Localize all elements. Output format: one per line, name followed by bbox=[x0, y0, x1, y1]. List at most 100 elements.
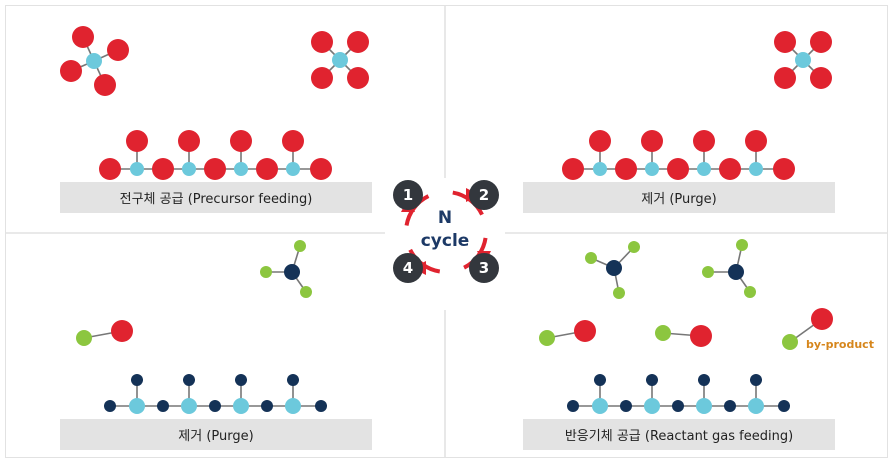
film-chain-metal-atom bbox=[696, 398, 712, 414]
film-chain-top-atom bbox=[646, 374, 658, 386]
precursor-chain-metal-atom bbox=[593, 162, 607, 176]
precursor-ligand-atom bbox=[774, 67, 796, 89]
film-chain-ligand-atom bbox=[620, 400, 632, 412]
precursor-chain-metal-atom bbox=[234, 162, 248, 176]
precursor-metal-atom bbox=[332, 52, 348, 68]
reactant-ligand-atom bbox=[702, 266, 714, 278]
precursor-ligand-atom bbox=[810, 31, 832, 53]
substrate-reactant-feeding: 반응기체 공급 (Reactant gas feeding) bbox=[523, 419, 835, 450]
substrate-purge-1: 제거 (Purge) bbox=[523, 182, 835, 213]
film-chain-top-atom bbox=[235, 374, 247, 386]
precursor-chain-top-ligand-atom bbox=[230, 130, 252, 152]
precursor-chain-top-ligand-atom bbox=[693, 130, 715, 152]
byproduct-label: by-product bbox=[806, 338, 874, 351]
precursor-chain-metal-atom bbox=[130, 162, 144, 176]
precursor-chain-top-ligand-atom bbox=[282, 130, 304, 152]
step-badge-4: 4 bbox=[393, 253, 423, 283]
precursor-chain-ligand-atom bbox=[99, 158, 121, 180]
byproduct-green-atom bbox=[655, 325, 671, 341]
precursor-chain-top-ligand-atom bbox=[178, 130, 200, 152]
precursor-ligand-atom bbox=[810, 67, 832, 89]
precursor-metal-atom bbox=[86, 53, 102, 69]
reactant-ligand-atom bbox=[613, 287, 625, 299]
film-chain-ligand-atom bbox=[104, 400, 116, 412]
precursor-chain-ligand-atom bbox=[204, 158, 226, 180]
precursor-ligand-atom bbox=[107, 39, 129, 61]
reactant-ligand-atom bbox=[300, 286, 312, 298]
precursor-chain-metal-atom bbox=[645, 162, 659, 176]
step-badge-3: 3 bbox=[469, 253, 499, 283]
precursor-chain-ligand-atom bbox=[256, 158, 278, 180]
film-chain-metal-atom bbox=[233, 398, 249, 414]
step-badge-1: 1 bbox=[393, 180, 423, 210]
precursor-chain-top-ligand-atom bbox=[126, 130, 148, 152]
byproduct-red-atom bbox=[811, 308, 833, 330]
film-chain-ligand-atom bbox=[567, 400, 579, 412]
byproduct-red-atom bbox=[690, 325, 712, 347]
film-chain-top-atom bbox=[594, 374, 606, 386]
precursor-ligand-atom bbox=[60, 60, 82, 82]
film-chain-top-atom bbox=[698, 374, 710, 386]
byproduct-green-atom bbox=[539, 330, 555, 346]
frame-border bbox=[5, 5, 888, 458]
film-chain-ligand-atom bbox=[261, 400, 273, 412]
precursor-chain-ligand-atom bbox=[773, 158, 795, 180]
film-chain-metal-atom bbox=[181, 398, 197, 414]
precursor-chain-top-ligand-atom bbox=[589, 130, 611, 152]
substrate-precursor-feeding: 전구체 공급 (Precursor feeding) bbox=[60, 182, 372, 213]
panel-label-purge-1: 제거 (Purge) bbox=[641, 192, 717, 207]
film-chain-ligand-atom bbox=[778, 400, 790, 412]
reactant-ligand-atom bbox=[628, 241, 640, 253]
precursor-chain-ligand-atom bbox=[719, 158, 741, 180]
precursor-chain-metal-atom bbox=[697, 162, 711, 176]
reactant-ligand-atom bbox=[585, 252, 597, 264]
byproduct-green-atom bbox=[782, 334, 798, 350]
film-chain-metal-atom bbox=[644, 398, 660, 414]
precursor-ligand-atom bbox=[311, 67, 333, 89]
precursor-chain-metal-atom bbox=[182, 162, 196, 176]
reactant-center-atom bbox=[606, 260, 622, 276]
panel-label-reactant-feeding: 반응기체 공급 (Reactant gas feeding) bbox=[564, 429, 794, 444]
film-chain-metal-atom bbox=[748, 398, 764, 414]
panel-label-precursor-feeding: 전구체 공급 (Precursor feeding) bbox=[119, 192, 313, 207]
film-chain-ligand-atom bbox=[209, 400, 221, 412]
reactant-center-atom bbox=[728, 264, 744, 280]
film-chain-top-atom bbox=[183, 374, 195, 386]
reactant-ligand-atom bbox=[294, 240, 306, 252]
reactant-center-atom bbox=[284, 264, 300, 280]
precursor-ligand-atom bbox=[774, 31, 796, 53]
precursor-chain-ligand-atom bbox=[615, 158, 637, 180]
film-chain-top-atom bbox=[750, 374, 762, 386]
precursor-ligand-atom bbox=[347, 67, 369, 89]
precursor-chain-ligand-atom bbox=[667, 158, 689, 180]
film-chain-ligand-atom bbox=[724, 400, 736, 412]
precursor-chain-ligand-atom bbox=[310, 158, 332, 180]
precursor-chain-metal-atom bbox=[286, 162, 300, 176]
reactant-ligand-atom bbox=[744, 286, 756, 298]
film-chain-ligand-atom bbox=[672, 400, 684, 412]
precursor-ligand-atom bbox=[72, 26, 94, 48]
byproduct-red-atom bbox=[574, 320, 596, 342]
film-chain-ligand-atom bbox=[157, 400, 169, 412]
cycle-word-label: cycle bbox=[420, 231, 470, 251]
film-chain-metal-atom bbox=[129, 398, 145, 414]
film-chain-metal-atom bbox=[285, 398, 301, 414]
cycle-n-label: N bbox=[437, 208, 453, 228]
precursor-chain-top-ligand-atom bbox=[641, 130, 663, 152]
precursor-chain-metal-atom bbox=[749, 162, 763, 176]
precursor-ligand-atom bbox=[311, 31, 333, 53]
precursor-ligand-atom bbox=[94, 74, 116, 96]
precursor-chain-ligand-atom bbox=[562, 158, 584, 180]
step-badge-2: 2 bbox=[469, 180, 499, 210]
precursor-ligand-atom bbox=[347, 31, 369, 53]
precursor-chain-top-ligand-atom bbox=[745, 130, 767, 152]
reactant-ligand-atom bbox=[260, 266, 272, 278]
byproduct-red-atom bbox=[111, 320, 133, 342]
film-chain-top-atom bbox=[131, 374, 143, 386]
film-chain-top-atom bbox=[287, 374, 299, 386]
reactant-ligand-atom bbox=[736, 239, 748, 251]
film-chain-metal-atom bbox=[592, 398, 608, 414]
film-chain-ligand-atom bbox=[315, 400, 327, 412]
